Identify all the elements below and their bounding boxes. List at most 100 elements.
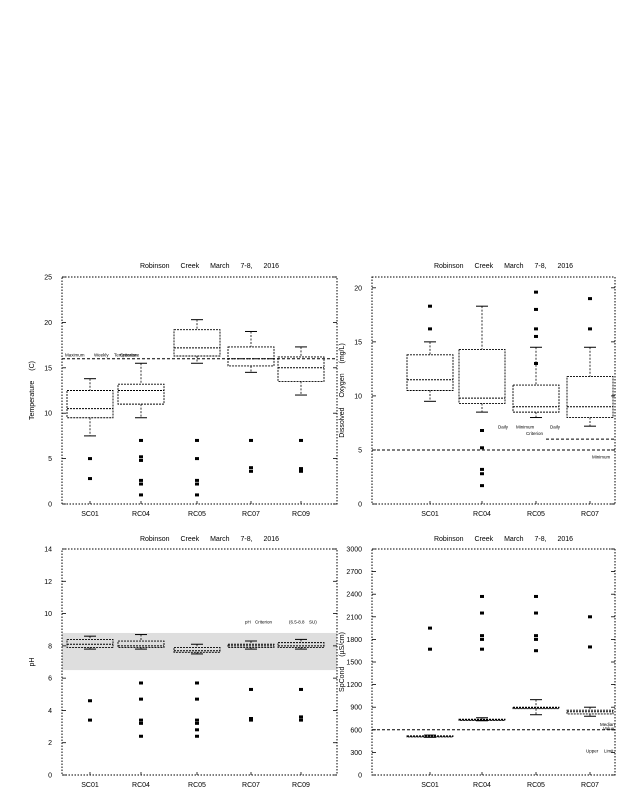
y-tick-label: 1200 (346, 682, 362, 689)
outlier-point (480, 484, 484, 488)
outlier-point (139, 721, 143, 725)
chart-title: Robinson Creek March 7-8, 2016 (140, 536, 279, 543)
box-iqr (277, 356, 325, 382)
x-tick-label: RC04 (132, 511, 150, 518)
criterion-annotation: pH (245, 619, 251, 624)
y-tick-label: 2 (48, 740, 52, 747)
outlier-point (249, 718, 253, 722)
outlier-point (480, 594, 484, 598)
box-rc05 (512, 290, 560, 419)
chart-title: Robinson Creek March 7-8, 2016 (140, 263, 279, 270)
y-axis-label: Dissolved Oxygen (mg/L) (339, 343, 346, 438)
y-tick-label: 10 (44, 411, 52, 418)
y-tick-label: 15 (44, 365, 52, 372)
outlier-point (139, 438, 143, 442)
box-rc04 (117, 634, 165, 738)
box-iqr (173, 647, 221, 653)
outlier-point (534, 611, 538, 615)
y-tick-label: 0 (358, 502, 362, 509)
outlier-point (588, 297, 592, 301)
outlier-point (299, 718, 303, 722)
y-axis-label: pH (29, 658, 36, 667)
box-rc05 (173, 319, 221, 497)
y-tick-label: 8 (48, 643, 52, 650)
box-iqr (66, 390, 114, 419)
criterion-annotation: Minimum (592, 455, 611, 460)
outlier-point (249, 717, 253, 720)
outlier-point (88, 718, 92, 722)
y-tick-label: 12 (44, 579, 52, 586)
x-tick-label: SC01 (421, 511, 439, 518)
outlier-point (480, 428, 484, 432)
box-sc01 (406, 626, 454, 738)
outlier-point (195, 734, 199, 738)
y-tick-label: 5 (48, 456, 52, 463)
criterion-annotation: Criterion (120, 353, 138, 358)
plot-frame (61, 548, 338, 776)
x-tick-label: RC07 (581, 782, 599, 789)
x-tick-label: RC05 (527, 782, 545, 789)
y-tick-label: 3000 (346, 547, 362, 554)
y-tick-label: 10 (44, 611, 52, 618)
x-tick-label: RC07 (242, 782, 260, 789)
box-iqr (173, 329, 221, 357)
criterion-annotation: Maximum (65, 353, 85, 358)
y-axis-label: SpCond (µS/cm) (339, 632, 346, 692)
x-tick-label: RC09 (292, 511, 310, 518)
chart-title: Robinson Creek March 7-8, 2016 (434, 536, 573, 543)
y-tick-label: 2400 (346, 592, 362, 599)
outlier-point (534, 307, 538, 311)
outlier-point (195, 482, 199, 486)
y-tick-label: 300 (350, 750, 362, 757)
x-tick-label: RC07 (242, 511, 260, 518)
outlier-point (195, 681, 199, 685)
outlier-point (195, 728, 199, 732)
box-iqr (512, 384, 560, 413)
outlier-point (299, 438, 303, 442)
criterion-annotation: Criterion (526, 431, 544, 436)
y-tick-label: 0 (48, 773, 52, 780)
outlier-point (195, 438, 199, 442)
outlier-point (195, 718, 199, 722)
outlier-point (139, 478, 143, 482)
y-tick-label: 2100 (346, 614, 362, 621)
box-rc05 (512, 594, 560, 716)
x-tick-label: RC07 (581, 511, 599, 518)
outlier-point (139, 718, 143, 722)
outlier-point (480, 467, 484, 471)
outlier-point (249, 687, 253, 691)
criterion-annotation: Daily (498, 424, 509, 429)
outlier-point (480, 446, 484, 450)
y-tick-label: 20 (354, 285, 362, 292)
box-rc07 (566, 615, 614, 717)
criterion-annotation: (6.5-8.8 (289, 619, 305, 624)
outlier-point (534, 649, 538, 653)
outlier-point (534, 634, 538, 638)
box-sc01 (66, 635, 114, 722)
outlier-point (88, 477, 92, 481)
criterion-annotation: SU) (309, 619, 317, 624)
box-rc07 (227, 330, 275, 473)
outlier-point (299, 715, 303, 719)
chart-panel-2: Robinson Creek March 7-8, 201605101520Di… (339, 263, 616, 518)
outlier-point (88, 457, 92, 461)
outlier-point (139, 482, 143, 486)
chart-panel-1: Robinson Creek March 7-8, 20160510152025… (29, 263, 338, 518)
box-rc05 (173, 643, 221, 738)
outlier-point (428, 626, 432, 630)
outlier-point (139, 493, 143, 497)
x-tick-label: SC01 (81, 782, 99, 789)
x-tick-label: RC05 (527, 511, 545, 518)
y-tick-label: 5 (358, 447, 362, 454)
outlier-point (480, 647, 484, 651)
outlier-point (139, 455, 143, 459)
y-tick-label: 6 (48, 676, 52, 683)
outlier-point (428, 327, 432, 331)
outlier-point (588, 327, 592, 331)
outlier-point (480, 637, 484, 641)
outlier-point (249, 466, 253, 470)
criterion-annotation: Criterion (255, 619, 273, 624)
outlier-point (534, 637, 538, 641)
chart-panel-4: Robinson Creek March 7-8, 20160300600900… (339, 536, 616, 789)
outlier-point (480, 611, 484, 615)
